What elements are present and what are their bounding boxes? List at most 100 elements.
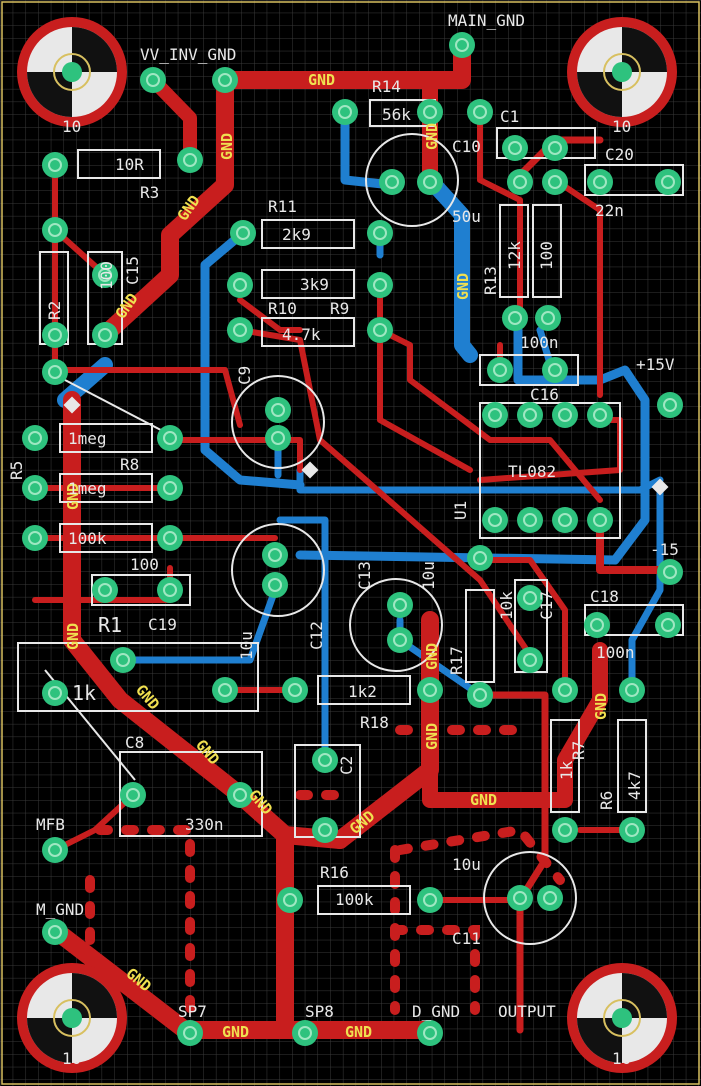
through-hole-pad[interactable] [535, 305, 561, 331]
through-hole-pad[interactable] [379, 169, 405, 195]
through-hole-pad[interactable] [42, 322, 68, 348]
through-hole-pad[interactable] [657, 392, 683, 418]
through-hole-pad[interactable] [312, 747, 338, 773]
through-hole-pad[interactable] [417, 99, 443, 125]
through-hole-pad[interactable] [177, 1020, 203, 1046]
value-r5: 1meg [68, 429, 107, 448]
through-hole-pad[interactable] [482, 402, 508, 428]
through-hole-pad[interactable] [265, 397, 291, 423]
through-hole-pad[interactable] [367, 272, 393, 298]
through-hole-pad[interactable] [587, 507, 613, 533]
through-hole-pad[interactable] [517, 402, 543, 428]
through-hole-pad[interactable] [262, 572, 288, 598]
through-hole-pad[interactable] [42, 919, 68, 945]
through-hole-pad[interactable] [467, 99, 493, 125]
pad-drill-hole [373, 278, 387, 292]
through-hole-pad[interactable] [332, 99, 358, 125]
through-hole-pad[interactable] [157, 425, 183, 451]
through-hole-pad[interactable] [482, 507, 508, 533]
via[interactable] [63, 396, 81, 414]
through-hole-pad[interactable] [157, 577, 183, 603]
through-hole-pad[interactable] [542, 169, 568, 195]
through-hole-pad[interactable] [92, 322, 118, 348]
through-hole-pad[interactable] [157, 475, 183, 501]
through-hole-pad[interactable] [502, 135, 528, 161]
through-hole-pad[interactable] [587, 169, 613, 195]
through-hole-pad[interactable] [552, 402, 578, 428]
pad-drill-hole [218, 73, 232, 87]
through-hole-pad[interactable] [507, 885, 533, 911]
through-hole-pad[interactable] [517, 647, 543, 673]
pad-drill-hole [663, 565, 677, 579]
net-label-output: OUTPUT [498, 1002, 556, 1021]
through-hole-pad[interactable] [262, 542, 288, 568]
pad-drill-hole [48, 925, 62, 939]
through-hole-pad[interactable] [120, 782, 146, 808]
pad-drill-hole [183, 153, 197, 167]
through-hole-pad[interactable] [417, 887, 443, 913]
through-hole-pad[interactable] [387, 627, 413, 653]
through-hole-pad[interactable] [417, 1020, 443, 1046]
through-hole-pad[interactable] [22, 425, 48, 451]
through-hole-pad[interactable] [42, 837, 68, 863]
through-hole-pad[interactable] [467, 682, 493, 708]
through-hole-pad[interactable] [367, 220, 393, 246]
through-hole-pad[interactable] [312, 817, 338, 843]
through-hole-pad[interactable] [227, 782, 253, 808]
through-hole-pad[interactable] [587, 402, 613, 428]
through-hole-pad[interactable] [92, 262, 118, 288]
through-hole-pad[interactable] [552, 817, 578, 843]
through-hole-pad[interactable] [502, 305, 528, 331]
value-r6: 4k7 [625, 771, 644, 800]
through-hole-pad[interactable] [110, 647, 136, 673]
through-hole-pad[interactable] [177, 147, 203, 173]
through-hole-pad[interactable] [157, 525, 183, 551]
through-hole-pad[interactable] [22, 525, 48, 551]
through-hole-pad[interactable] [584, 612, 610, 638]
through-hole-pad[interactable] [417, 677, 443, 703]
through-hole-pad[interactable] [42, 152, 68, 178]
through-hole-pad[interactable] [517, 507, 543, 533]
through-hole-pad[interactable] [449, 32, 475, 58]
through-hole-pad[interactable] [140, 67, 166, 93]
through-hole-pad[interactable] [227, 272, 253, 298]
through-hole-pad[interactable] [367, 317, 393, 343]
ref-c12: C12 [307, 621, 326, 650]
through-hole-pad[interactable] [552, 507, 578, 533]
ref-r1: R1 [98, 613, 122, 637]
through-hole-pad[interactable] [619, 677, 645, 703]
through-hole-pad[interactable] [487, 357, 513, 383]
through-hole-pad[interactable] [230, 220, 256, 246]
through-hole-pad[interactable] [517, 585, 543, 611]
ref-c20: C20 [605, 145, 634, 164]
through-hole-pad[interactable] [552, 677, 578, 703]
pad-drill-hole [473, 551, 487, 565]
through-hole-pad[interactable] [655, 169, 681, 195]
through-hole-pad[interactable] [282, 677, 308, 703]
via[interactable] [651, 478, 669, 496]
through-hole-pad[interactable] [542, 357, 568, 383]
through-hole-pad[interactable] [92, 577, 118, 603]
through-hole-pad[interactable] [292, 1020, 318, 1046]
through-hole-pad[interactable] [537, 885, 563, 911]
through-hole-pad[interactable] [507, 169, 533, 195]
through-hole-pad[interactable] [657, 559, 683, 585]
through-hole-pad[interactable] [655, 612, 681, 638]
through-hole-pad[interactable] [387, 592, 413, 618]
through-hole-pad[interactable] [42, 359, 68, 385]
through-hole-pad[interactable] [467, 545, 493, 571]
through-hole-pad[interactable] [542, 135, 568, 161]
through-hole-pad[interactable] [22, 475, 48, 501]
through-hole-pad[interactable] [227, 317, 253, 343]
through-hole-pad[interactable] [265, 425, 291, 451]
through-hole-pad[interactable] [619, 817, 645, 843]
pad-drill-hole [28, 481, 42, 495]
through-hole-pad[interactable] [417, 169, 443, 195]
through-hole-pad[interactable] [42, 217, 68, 243]
via[interactable] [301, 461, 319, 479]
through-hole-pad[interactable] [212, 67, 238, 93]
through-hole-pad[interactable] [277, 887, 303, 913]
through-hole-pad[interactable] [42, 680, 68, 706]
through-hole-pad[interactable] [212, 677, 238, 703]
